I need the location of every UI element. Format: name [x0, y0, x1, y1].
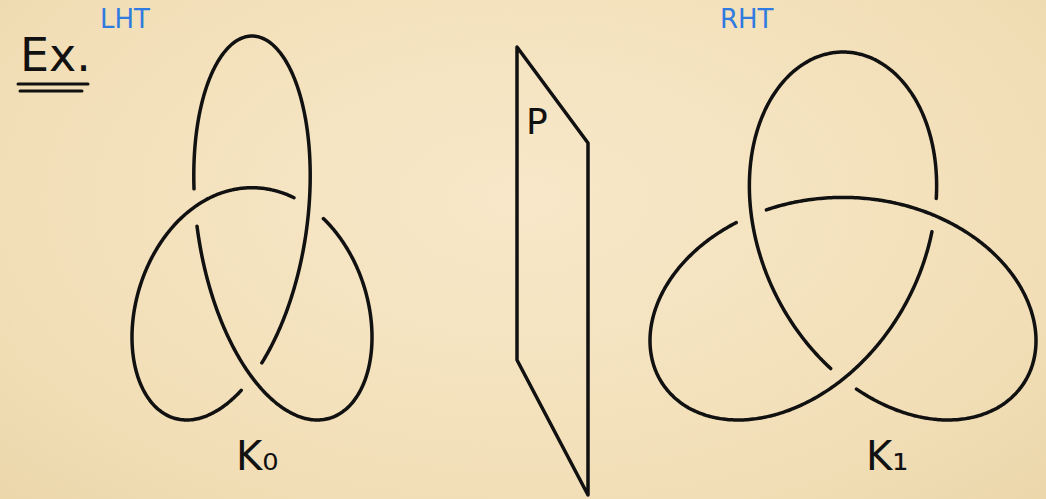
knot-strand — [194, 36, 310, 363]
plane: P — [510, 42, 596, 499]
plane-label: P — [526, 104, 548, 140]
knot-label: K₀ — [236, 436, 278, 476]
example-heading: Ex. — [20, 32, 91, 78]
knot-label: K₁ — [866, 436, 908, 476]
right-trefoil — [650, 52, 1036, 420]
knot-strand — [132, 188, 294, 420]
underline — [20, 90, 82, 93]
knot-name: LHT — [100, 6, 150, 32]
plane-shape — [517, 47, 588, 495]
knot-name: RHT — [720, 6, 774, 32]
knot-strand — [749, 52, 936, 369]
underline — [18, 83, 88, 86]
knot-strand — [766, 197, 1036, 420]
plane-outline — [510, 42, 596, 499]
left-trefoil — [132, 36, 372, 420]
